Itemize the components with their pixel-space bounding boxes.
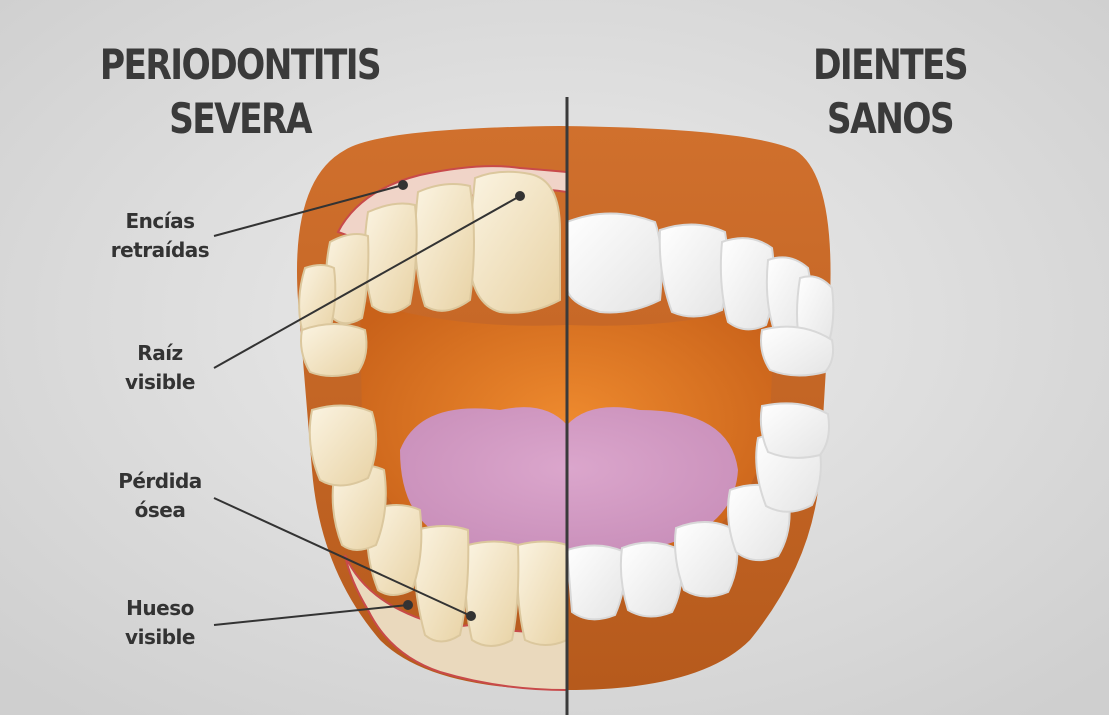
callout-raiz-visible: Raíz visible <box>100 339 220 397</box>
callout-raiz-line1: Raíz <box>100 339 220 368</box>
title-right-line1: DIENTES <box>767 38 1013 92</box>
callout-raiz-line2: visible <box>100 368 220 397</box>
callout-encias-line1: Encías <box>100 207 220 236</box>
title-right-line2: SANOS <box>767 92 1013 146</box>
callout-hueso-line1: Hueso <box>100 594 220 623</box>
title-dientes-sanos: DIENTES SANOS <box>767 38 1013 146</box>
callout-perdida-line1: Pérdida <box>100 467 220 496</box>
callout-encias-retraidas: Encías retraídas <box>100 207 220 265</box>
callout-perdida-osea: Pérdida ósea <box>100 467 220 525</box>
callout-hueso-line2: visible <box>100 623 220 652</box>
title-left-line2: SEVERA <box>92 92 387 146</box>
title-periodontitis-severa: PERIODONTITIS SEVERA <box>92 38 387 146</box>
callout-perdida-line2: ósea <box>100 496 220 525</box>
title-left-line1: PERIODONTITIS <box>92 38 387 92</box>
callout-encias-line2: retraídas <box>100 236 220 265</box>
callout-hueso-visible: Hueso visible <box>100 594 220 652</box>
